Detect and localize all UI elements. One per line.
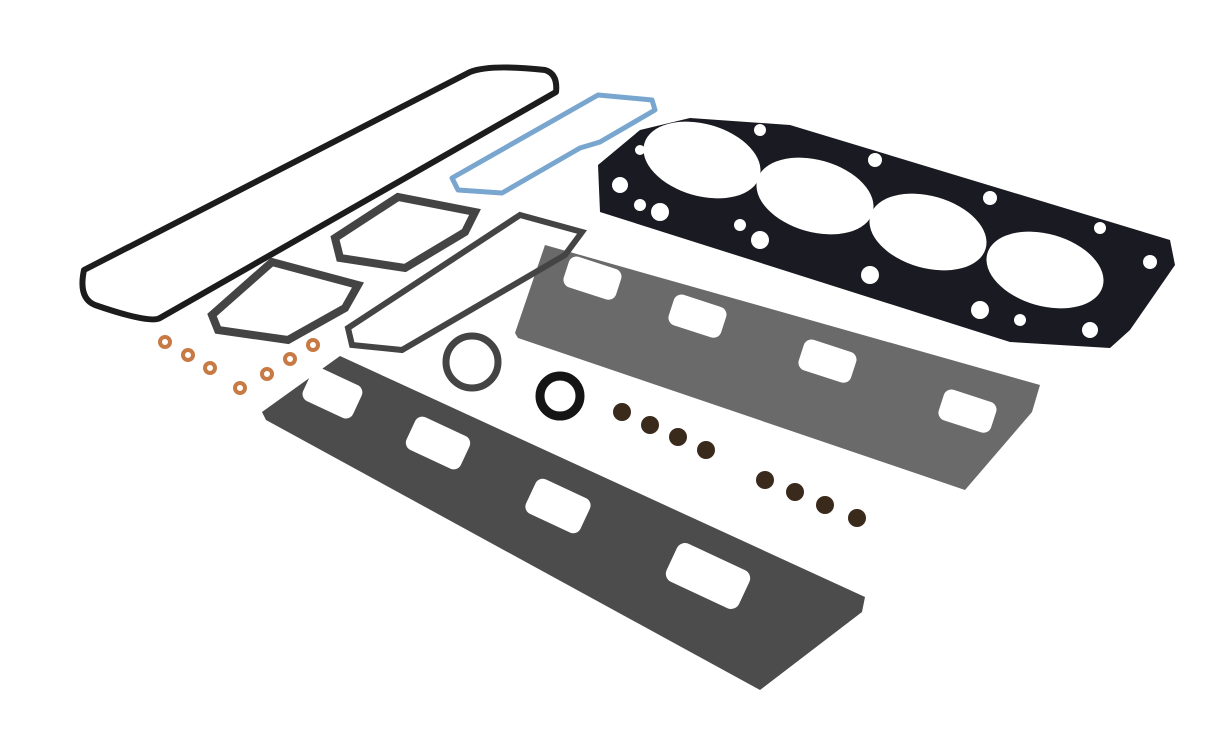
valve-cover-gasket bbox=[79, 64, 560, 323]
cylinder-head-gasket bbox=[598, 118, 1175, 348]
intake-manifold-gasket bbox=[262, 356, 865, 690]
valve-stem-seals bbox=[613, 403, 866, 527]
small-gasket-1 bbox=[330, 192, 481, 273]
blue-cover-gasket bbox=[449, 92, 658, 196]
pump-gasket bbox=[442, 332, 502, 392]
small-gasket-2 bbox=[207, 257, 365, 345]
exhaust-manifold-gasket bbox=[515, 245, 1040, 490]
water-outlet-gasket bbox=[344, 211, 588, 354]
oil-seal bbox=[535, 371, 585, 421]
copper-washers bbox=[158, 335, 320, 395]
